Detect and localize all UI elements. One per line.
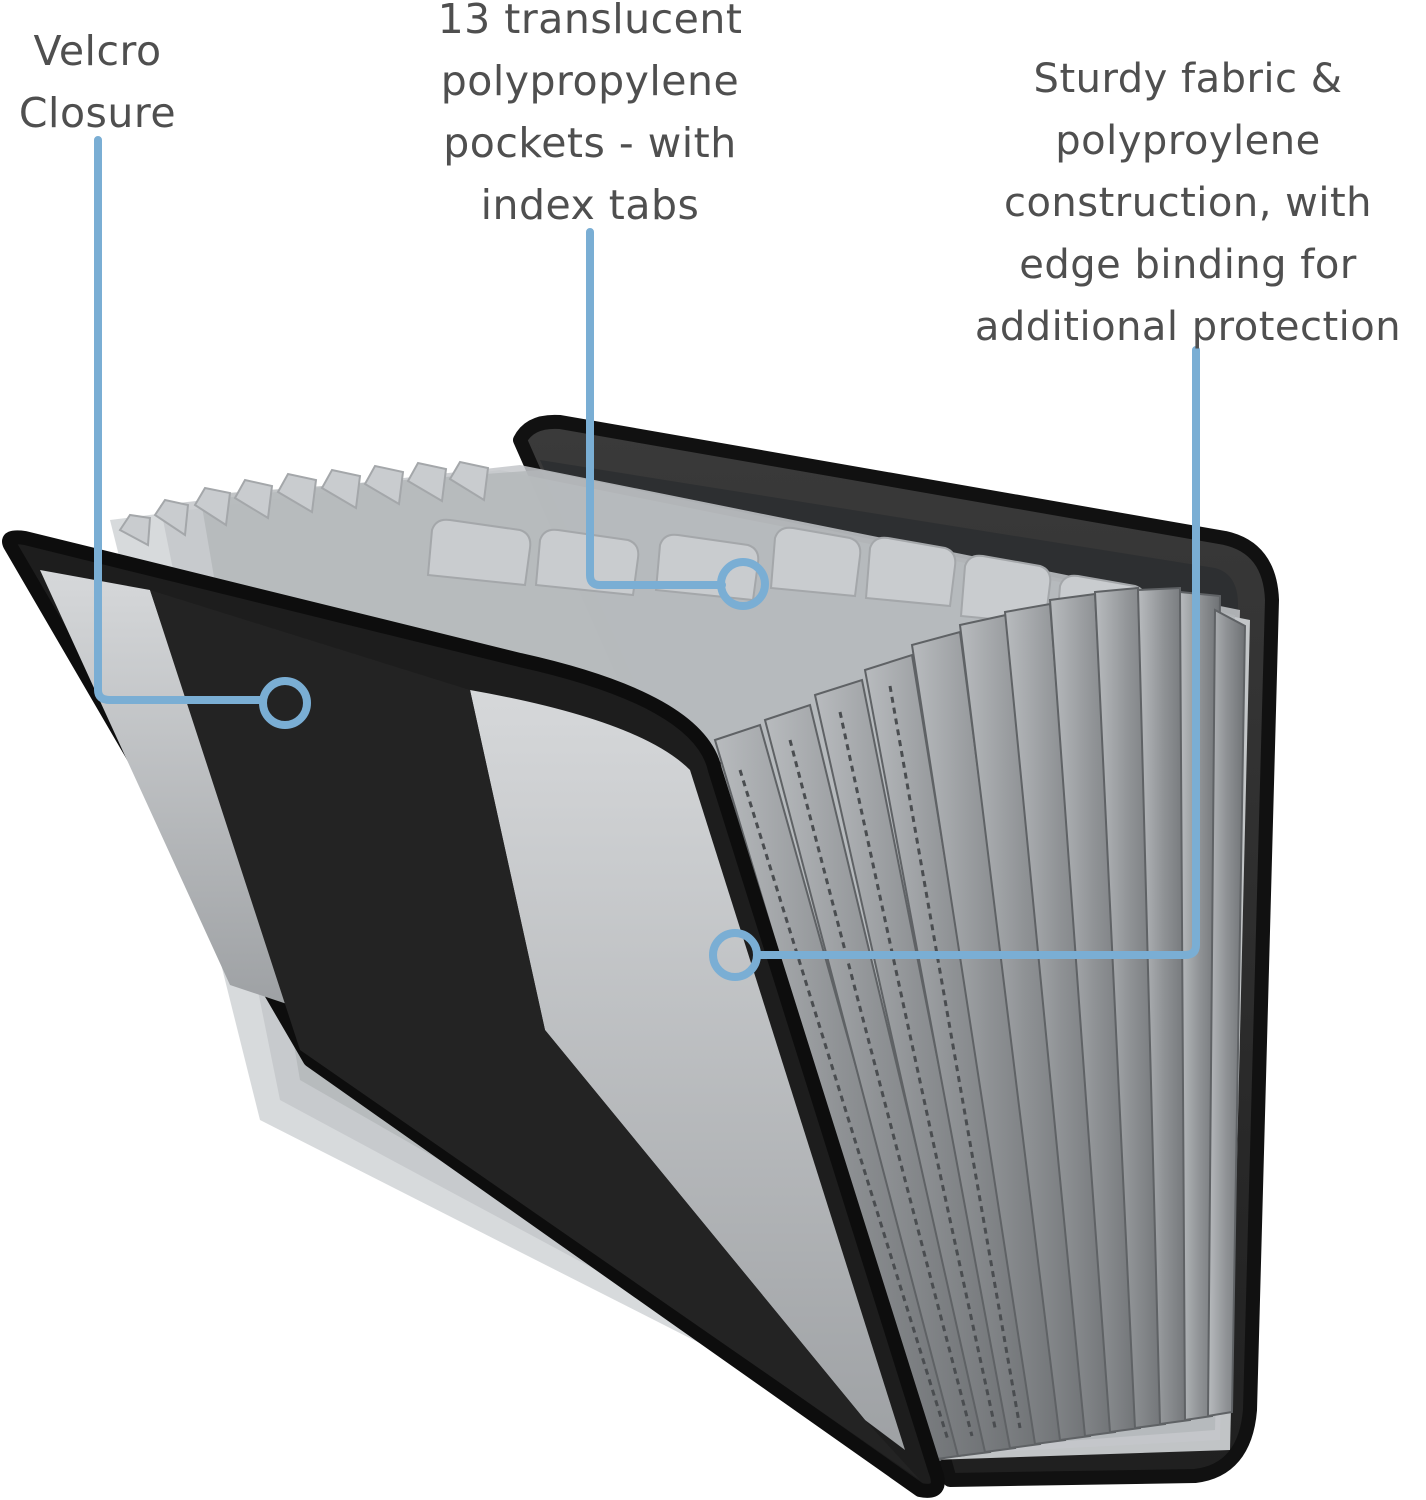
fabric-marker-icon [709, 929, 761, 981]
fabric-construction-label: Sturdy fabric & polyproylene constructio… [974, 56, 1402, 350]
pockets-leader-line [586, 228, 726, 589]
pleat-edges [738, 685, 1022, 1441]
ring-markers [259, 558, 769, 981]
velcro-closure-label: Velcro Closure [18, 27, 177, 137]
front-cover-inner-panel [470, 690, 905, 1450]
pockets-label: 13 translucent polypropylene pockets - w… [437, 0, 743, 229]
fabric-leader-line [754, 346, 1200, 959]
leader-lines [94, 136, 1200, 959]
velcro-leader-line [94, 136, 266, 704]
velcro-marker-icon [259, 677, 311, 729]
front-cover-lining [40, 570, 290, 1005]
pockets-marker-icon [717, 558, 769, 610]
front-cover-fabric-band [150, 590, 920, 1480]
